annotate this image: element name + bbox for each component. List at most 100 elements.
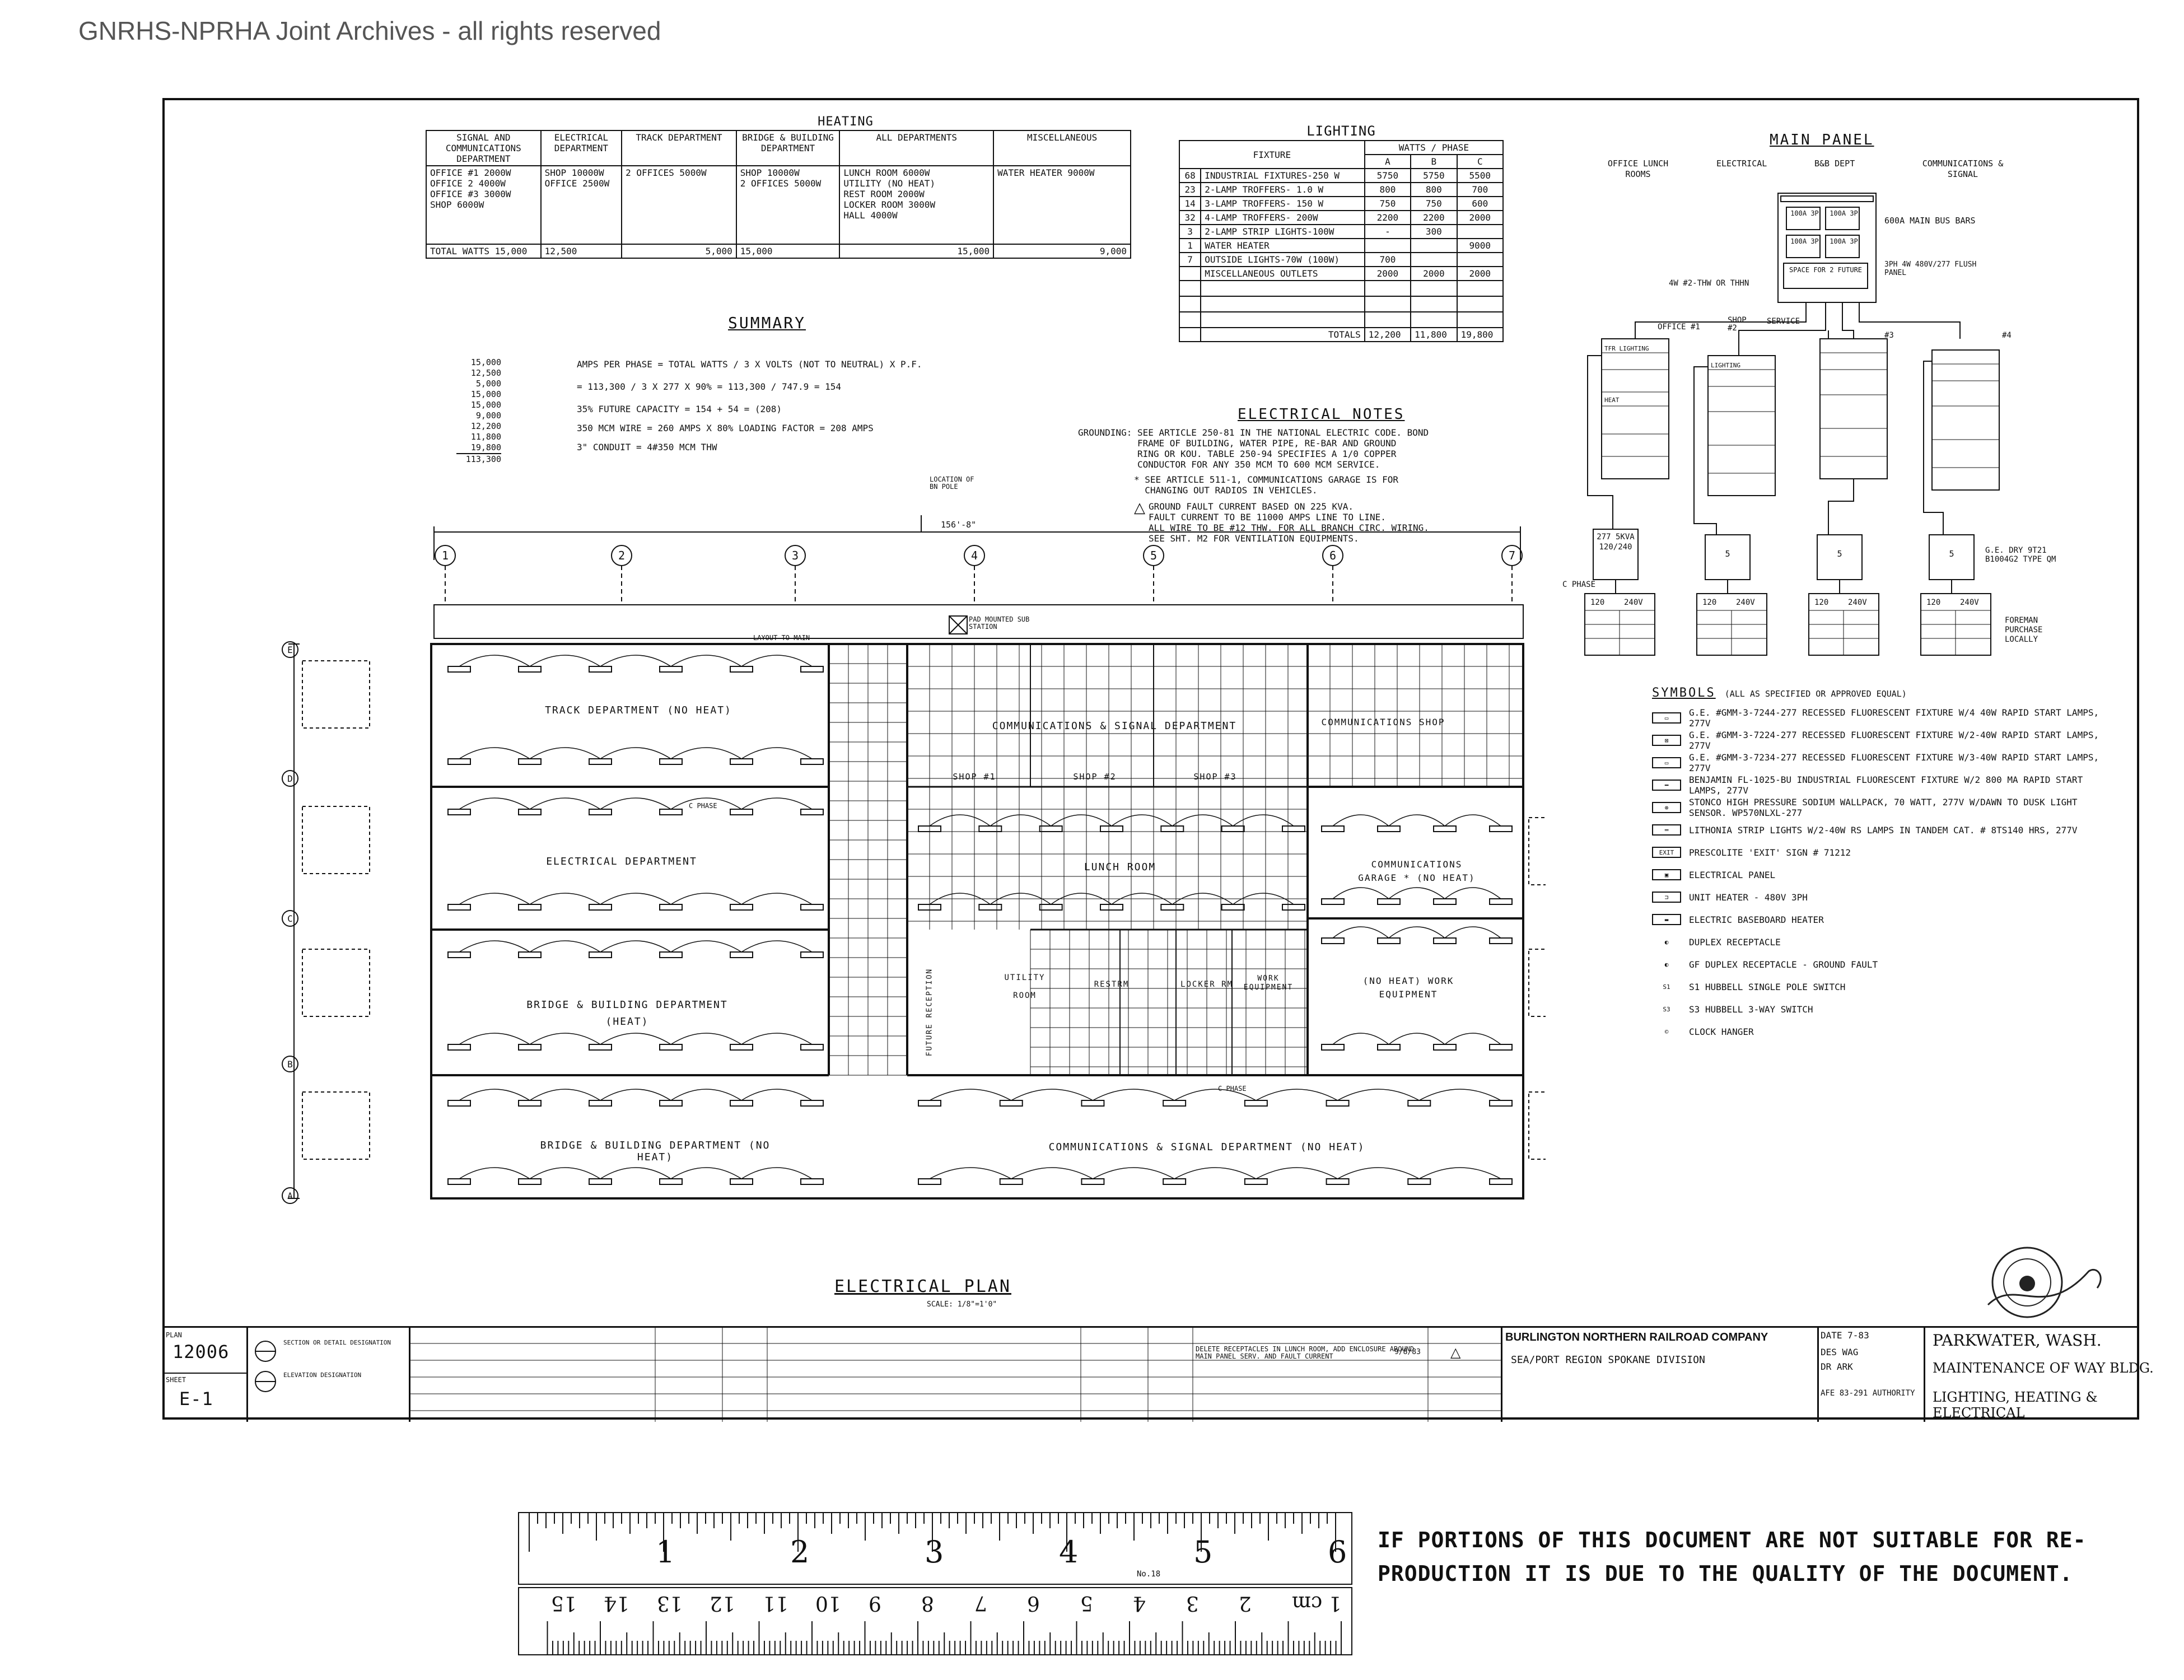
grounding-note: GROUNDING: SEE ARTICLE 250-81 IN THE NAT… <box>1078 427 1429 470</box>
subpanel-sub-label: HEAT <box>1604 396 1620 404</box>
archive-watermark: GNRHS-NPRHA Joint Archives - all rights … <box>78 16 661 45</box>
subpanel-sub-label: TFR LIGHTING <box>1604 345 1649 352</box>
room-locker: LOCKER RM <box>1180 980 1233 989</box>
electrical-notes-title: ELECTRICAL NOTES <box>1238 406 1405 423</box>
circuit-arc <box>459 893 530 905</box>
voltage-label: 240V <box>1736 598 1755 607</box>
lighting-cell-a: 2200 <box>1364 210 1412 225</box>
room-future-reception: FUTURE RECEPTION <box>925 968 934 1057</box>
symbol-glyph-icon: ◐ <box>1664 960 1669 968</box>
circuit-arc <box>1256 1167 1338 1179</box>
light-fixture <box>730 666 753 673</box>
plan-label: PLAN <box>166 1331 182 1339</box>
inch-label: 1 <box>656 1534 675 1570</box>
fault-note: △ GROUND FAULT CURRENT BASED ON 225 KVA.… <box>1134 500 1537 544</box>
symbol-item: ▣ELECTRICAL PANEL <box>1652 864 2111 886</box>
pole-callout: LOCATION OF BN POLE <box>930 475 974 491</box>
lighting-fixture-header: FIXTURE <box>1179 140 1365 169</box>
designation-legend: SECTION OR DETAIL DESIGNATION ELEVATION … <box>246 1328 410 1422</box>
light-fixture <box>518 951 542 958</box>
circuit-arc <box>1332 926 1389 939</box>
summary-total: 113,300 <box>456 453 501 465</box>
transformer-note: G.E. DRY 9T21 B1004G2 TYPE QM <box>1985 546 2056 564</box>
circuit-arc <box>1444 1033 1501 1045</box>
room-lunch: LUNCH ROOM <box>1084 861 1156 873</box>
subpanel-label: #3 <box>1884 331 1894 340</box>
symbols-subtitle: (ALL AS SPECIFIED OR APPROVED EQUAL) <box>1724 689 1907 699</box>
light-fixture <box>1489 937 1513 944</box>
heating-title: HEATING <box>818 115 874 129</box>
summary-value: 15,000 <box>470 357 501 367</box>
circuit-arc <box>1332 814 1389 827</box>
lighting-cell-c: 700 <box>1456 182 1504 197</box>
symbol-description: ELECTRIC BASEBOARD HEATER <box>1689 914 1824 925</box>
bus-bar <box>1780 195 1874 202</box>
transformer-label: 277 5KVA 120/240 <box>1597 533 1635 552</box>
light-fixture <box>1433 898 1457 905</box>
bus-label: 600A MAIN BUS BARS <box>1884 216 1976 226</box>
circuit-arc <box>1111 893 1173 905</box>
project-location: PARKWATER, WASH. <box>1933 1331 2102 1350</box>
light-fixture <box>1244 1100 1268 1107</box>
light-fixture <box>447 951 471 958</box>
light-fixture <box>518 1044 542 1051</box>
main-panel-diagram: MAIN PANEL OFFICE LUNCH ROOMS ELECTRICAL… <box>1562 132 2094 669</box>
panel-label: OFFICE LUNCH ROOMS <box>1607 158 1669 179</box>
circuit-arc <box>1233 893 1294 905</box>
light-fixture <box>999 1100 1023 1107</box>
summary-value: 12,200 <box>470 421 501 431</box>
breaker-label: 100A 3P <box>1830 237 1858 245</box>
lighting-total: 19,800 <box>1456 327 1504 342</box>
cm-label: 3 <box>1186 1592 1199 1614</box>
authority: AFE 83-291 AUTHORITY <box>1821 1389 1915 1398</box>
circuit-arc <box>459 1089 530 1101</box>
one-line-svg <box>1584 193 2000 656</box>
light-fixture <box>730 809 753 815</box>
symbol-glyph-icon: ═ <box>1652 824 1681 836</box>
lighting-cell-fixture: WATER HEATER <box>1200 238 1365 253</box>
symbol-glyph-icon: ▭ <box>1652 712 1681 724</box>
row-bubble <box>282 1187 298 1204</box>
symbol-description: S1 HUBBELL SINGLE POLE SWITCH <box>1689 981 1846 992</box>
light-fixture <box>1081 1100 1105 1107</box>
light-fixture <box>1160 825 1184 832</box>
circuit-arc <box>1332 887 1389 899</box>
subpanel-box <box>1931 349 2000 491</box>
circuit-arc <box>1174 1089 1257 1101</box>
heating-cell: SHOP 10000W OFFICE 2500W <box>540 165 623 245</box>
transformer-label: 5 <box>1949 549 1954 559</box>
heating-cell: OFFICE #1 2000W OFFICE 2 4000W OFFICE #3… <box>426 165 542 245</box>
heating-header: MISCELLANEOUS <box>993 130 1131 166</box>
circuit-arc <box>600 655 671 667</box>
ruler-svg <box>518 1512 1352 1655</box>
lighting-cell-qty: 7 <box>1178 252 1202 267</box>
light-fixture <box>1163 1178 1187 1185</box>
circuit-arc <box>1388 1033 1445 1045</box>
circuit-arc <box>1388 887 1445 899</box>
light-fixture <box>1326 1100 1350 1107</box>
summary-value: 11,800 <box>470 432 501 442</box>
circuit-arc <box>1388 926 1445 939</box>
engineer-seal <box>1987 1247 2102 1318</box>
light-fixture <box>1081 1178 1105 1185</box>
light-fixture <box>589 951 612 958</box>
circuit-arc <box>1388 814 1445 827</box>
summary-section: SUMMARY 15,000 12,500 5,000 15,000 15,00… <box>456 314 1072 482</box>
light-fixture <box>1244 1178 1268 1185</box>
symbol-glyph-icon: ⊗ <box>1652 802 1681 813</box>
symbol-description: LITHONIA STRIP LIGHTS W/2-40W RS LAMPS I… <box>1689 824 2078 836</box>
circuit-arc <box>741 655 813 667</box>
light-fixture <box>589 1178 612 1185</box>
lighting-cell-qty: 68 <box>1178 168 1202 183</box>
main-panel-title: MAIN PANEL <box>1770 132 1874 148</box>
heating-header: ELECTRICAL DEPARTMENT <box>540 130 623 166</box>
light-fixture <box>659 904 683 911</box>
circuit-arc <box>529 1033 601 1045</box>
circuit-arc <box>741 1089 813 1101</box>
lighting-cell-b: 2000 <box>1410 266 1458 281</box>
circuit-arc <box>459 797 530 810</box>
light-fixture <box>1407 1100 1431 1107</box>
transformer-label: 5 <box>1725 549 1730 559</box>
